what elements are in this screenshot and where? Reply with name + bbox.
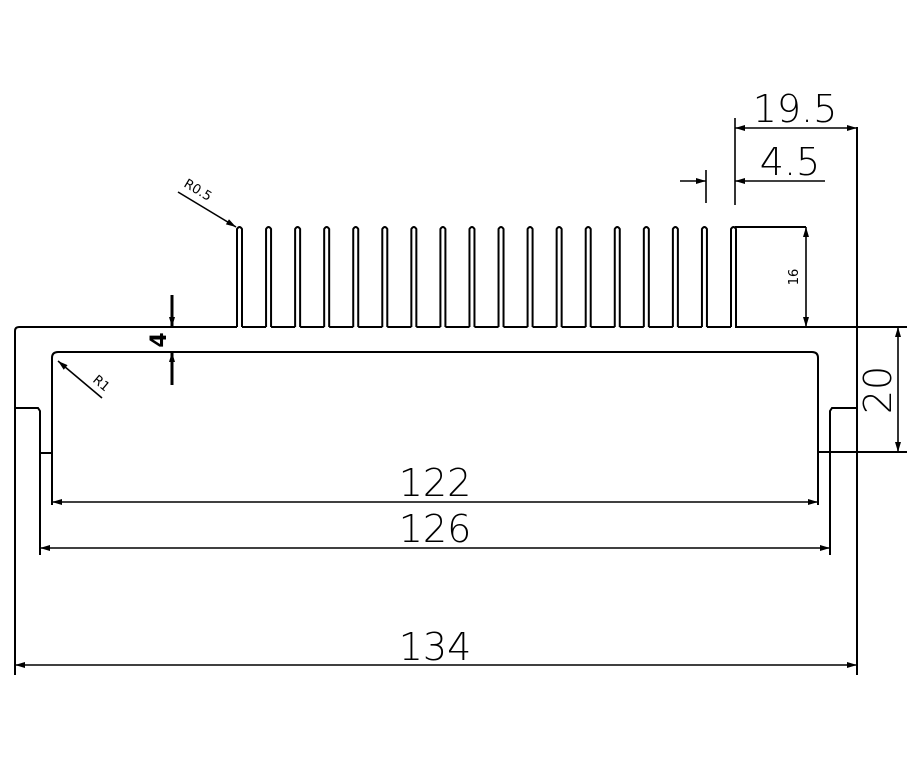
- r1-leader: [57, 360, 103, 399]
- fins: [236, 226, 737, 328]
- dim-20-label: 20: [856, 366, 900, 414]
- r0-5-label: R0.5: [181, 177, 214, 205]
- profile-outline: [14, 127, 907, 675]
- fin-array: [236, 226, 737, 328]
- r0-5-leader: [177, 191, 237, 228]
- dim-4-5-label: 4.5: [760, 140, 820, 184]
- dim-126-label: 126: [399, 507, 472, 551]
- dim-134-label: 134: [399, 625, 472, 669]
- dimensions: 134 126 122 20 16 19.5 4.5 4 R0.5 R1: [15, 87, 901, 669]
- dim-16-label: 16: [787, 269, 802, 286]
- r1-label: R1: [89, 373, 112, 396]
- dim-4-label: 4: [147, 332, 172, 347]
- dim-19-5-label: 19.5: [753, 87, 838, 131]
- dim-122-label: 122: [399, 461, 472, 505]
